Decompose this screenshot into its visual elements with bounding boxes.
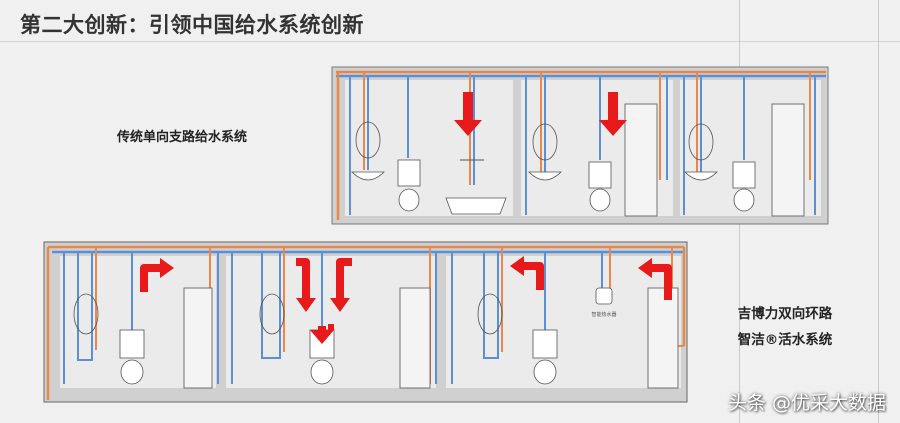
shower-door-icon xyxy=(771,103,805,217)
flow-arrow-turn-icon xyxy=(336,258,352,300)
lower-room-3 xyxy=(446,256,681,388)
upper-flow-arrows xyxy=(454,92,627,136)
lower-fixtures xyxy=(73,287,679,389)
flow-arrow-turn-icon xyxy=(296,258,310,300)
flow-arrow-turn-icon xyxy=(140,264,162,292)
toilet-tank-icon xyxy=(119,329,145,359)
mirror-icon xyxy=(259,293,285,335)
toilet-icon xyxy=(589,188,611,212)
mirror-icon xyxy=(688,123,714,161)
upper-panel-traditional xyxy=(331,66,829,225)
mirror-icon xyxy=(477,293,503,335)
toilet-tank-icon xyxy=(588,161,612,189)
shower-door-icon xyxy=(183,287,213,389)
sink-icon xyxy=(351,171,385,181)
lower-panel-loop: 智能热水器 xyxy=(43,241,688,403)
toilet-icon xyxy=(733,188,755,212)
arrowhead-left-icon xyxy=(510,256,524,276)
shower-door-icon xyxy=(399,287,431,389)
upper-room-1 xyxy=(345,80,513,216)
toilet-icon xyxy=(120,359,144,385)
bathtub-icon xyxy=(445,197,507,215)
toilet-tank-icon xyxy=(397,159,421,187)
arrowhead-left-icon xyxy=(638,258,652,278)
lower-arrowheads xyxy=(160,256,652,344)
sink-icon xyxy=(684,171,718,181)
toilet-icon xyxy=(310,359,334,385)
shower-door-icon xyxy=(624,103,658,217)
arrowhead-down-icon xyxy=(296,298,316,312)
flow-arrow-down-icon xyxy=(454,92,482,136)
arrowhead-right-icon xyxy=(160,258,174,278)
lower-label-line-1: 吉博力双向环路 xyxy=(737,306,833,322)
upper-room1-pipes xyxy=(349,72,484,215)
mirror-icon xyxy=(532,123,558,161)
toilet-icon xyxy=(533,359,557,385)
heater-label: 智能热水器 xyxy=(591,311,616,318)
toilet-tank-icon xyxy=(532,329,558,359)
flow-arrow-turn-icon xyxy=(650,264,672,300)
flow-arrow-down-icon xyxy=(599,92,627,136)
upper-system-label: 传统单向支路给水系统 xyxy=(117,130,248,145)
toilet-icon xyxy=(398,188,420,212)
flow-arrow-down-icon xyxy=(310,324,334,344)
sink-icon xyxy=(528,171,562,181)
watermark: 头条 @优采大数据 xyxy=(727,392,886,414)
upper-fixtures xyxy=(351,103,805,217)
page-title: 第二大创新：引领中国给水系统创新 xyxy=(20,13,364,37)
water-heater-icon xyxy=(595,287,613,305)
shower-door-icon xyxy=(647,287,679,389)
lower-flow-arrows xyxy=(140,258,672,300)
mirror-icon xyxy=(355,121,381,159)
flow-arrow-turn-icon xyxy=(522,262,544,290)
lower-label-line-2: 智洁®活水系统 xyxy=(737,332,833,348)
mirror-icon xyxy=(73,293,99,335)
toilet-tank-icon xyxy=(732,161,756,189)
arrowhead-down-icon xyxy=(330,298,350,312)
lower-system-label: 吉博力双向环路 智洁®活水系统 xyxy=(726,301,844,353)
